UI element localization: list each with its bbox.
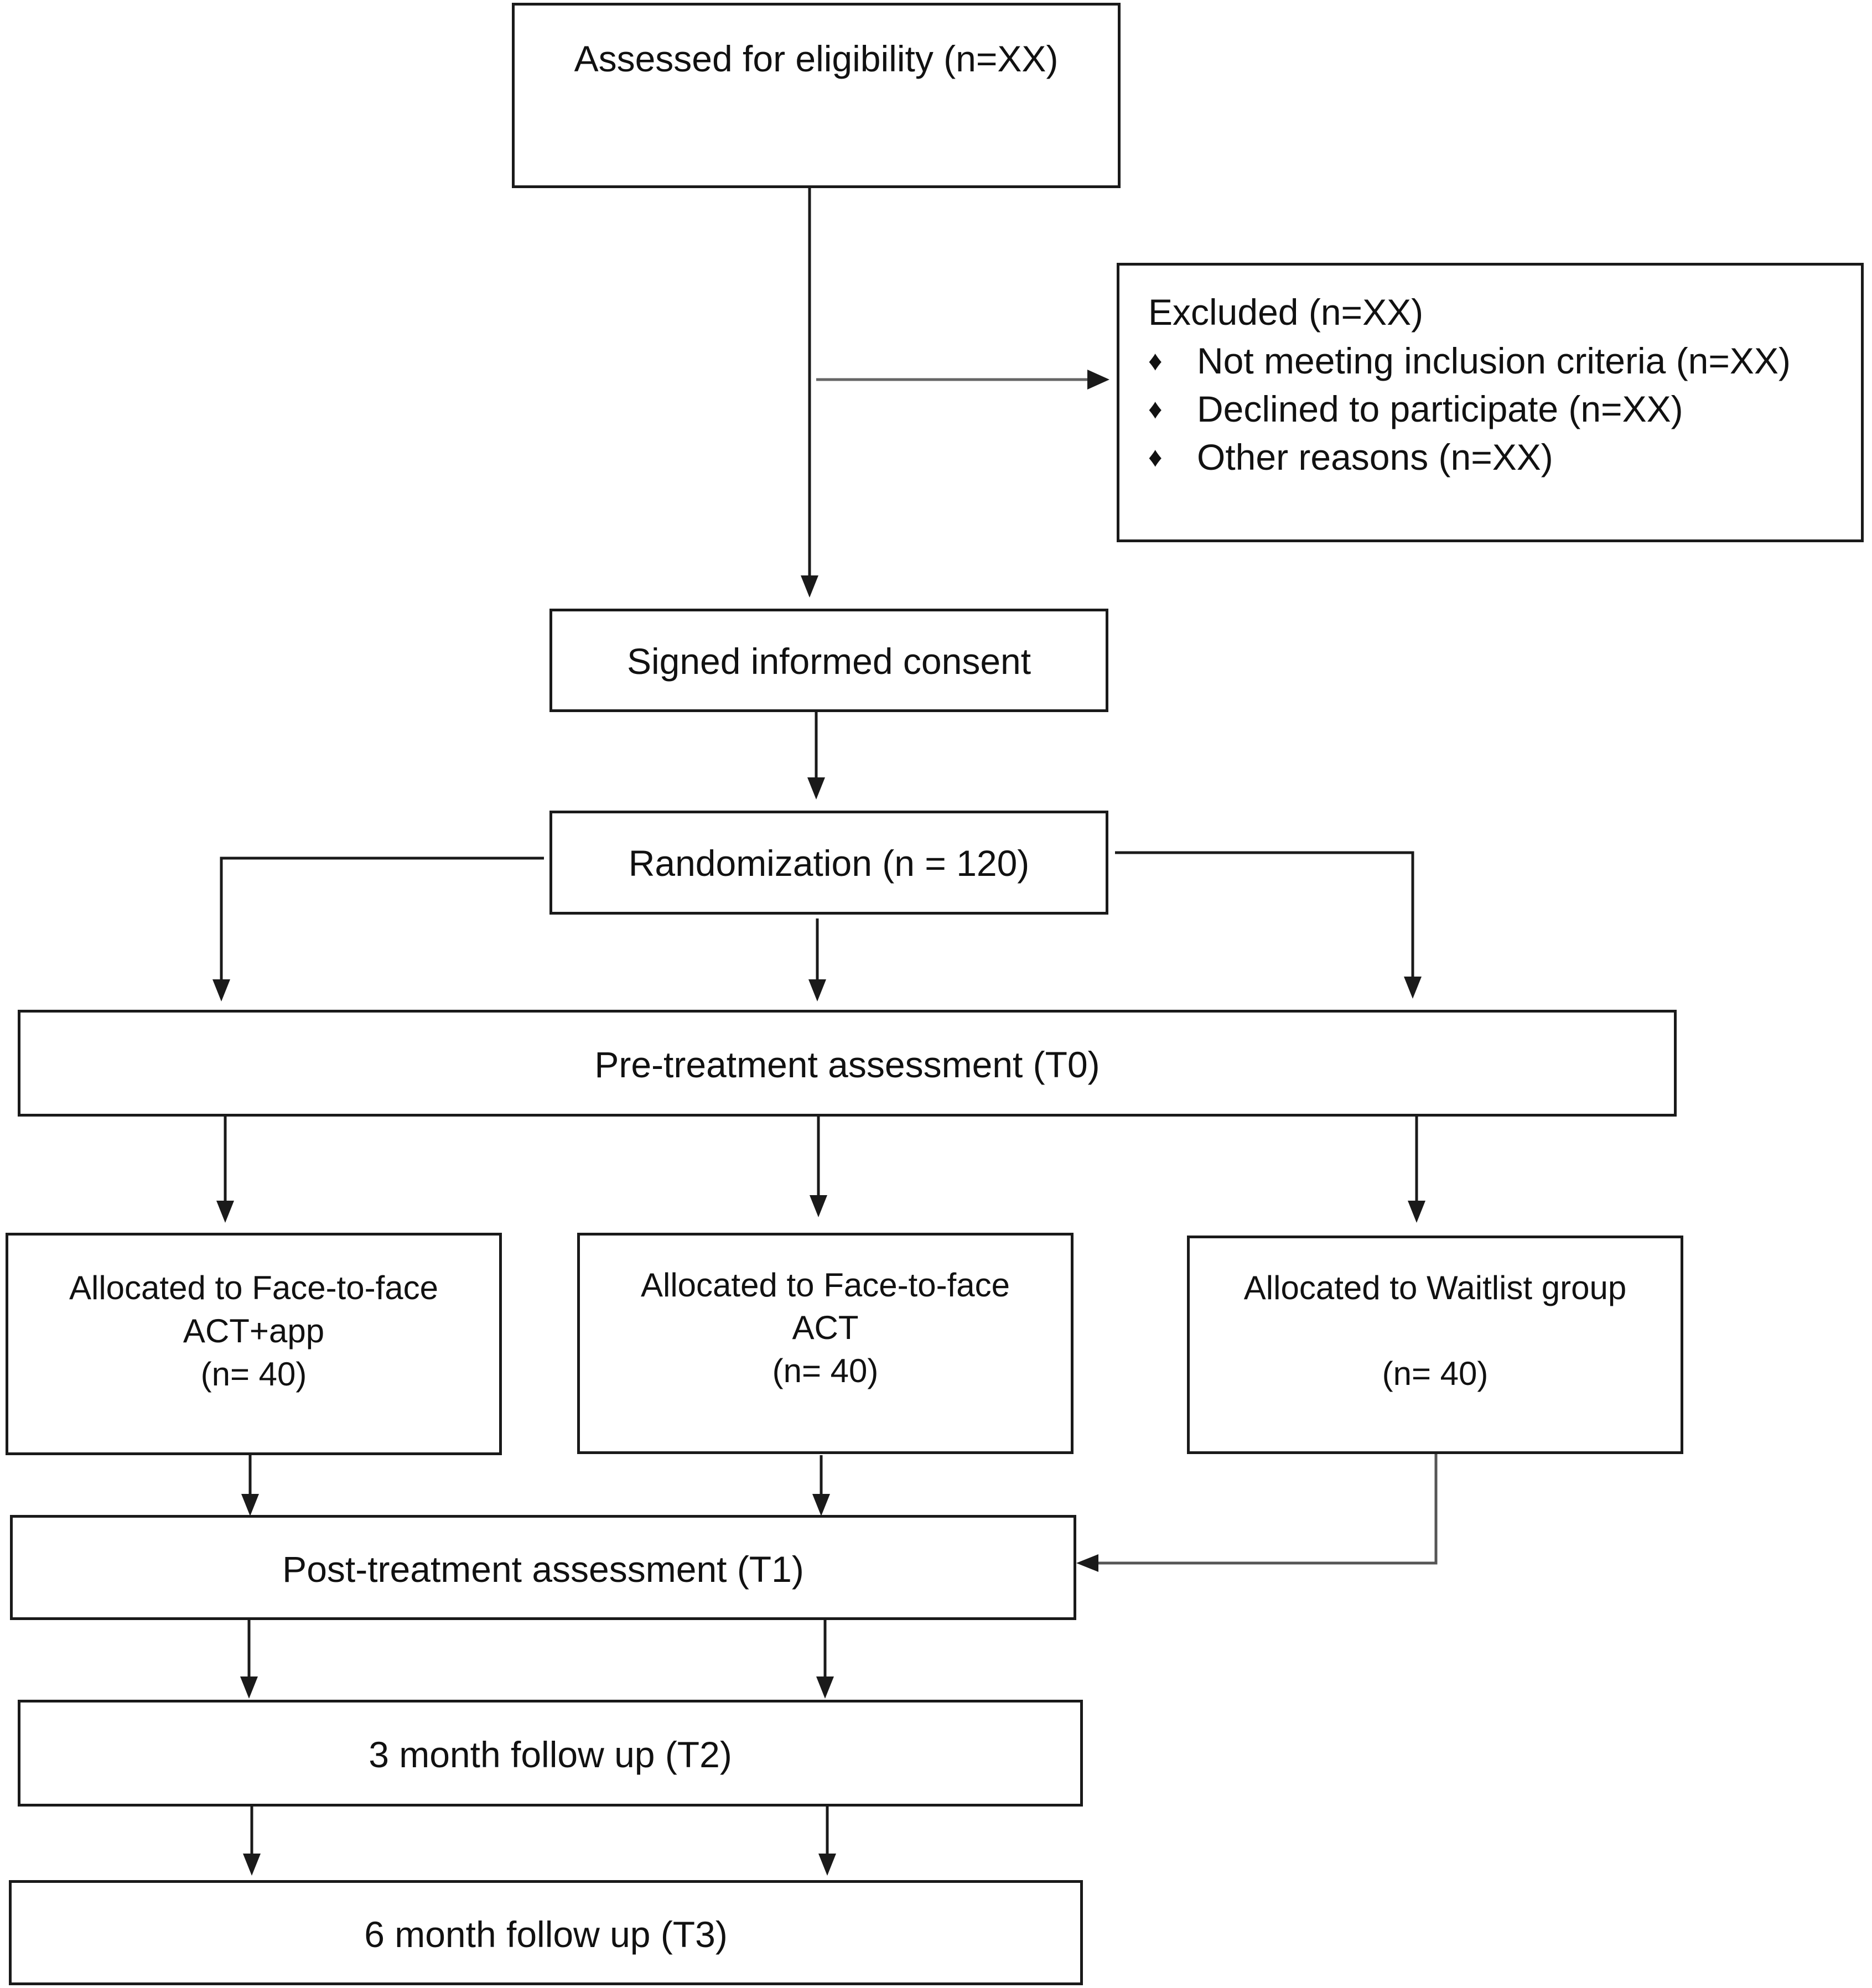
arm-label-line1: Allocated to Face-to-face bbox=[69, 1269, 438, 1306]
arm-count: (n= 40) bbox=[772, 1352, 879, 1389]
arrowhead-pre-center bbox=[808, 979, 826, 1001]
arm-label-line1: Allocated to Waitlist group bbox=[1243, 1269, 1627, 1306]
diamond-bullet-icon: ♦ bbox=[1148, 345, 1163, 376]
arrowhead-post-2 bbox=[812, 1494, 830, 1516]
excluded-item: ♦ Declined to participate (n=XX) bbox=[1148, 388, 1683, 430]
arm-count: (n= 40) bbox=[1382, 1355, 1489, 1392]
arm-box-act-app: Allocated to Face-to-face ACT+app (n= 40… bbox=[6, 1233, 502, 1455]
excluded-item-label: Other reasons (n=XX) bbox=[1197, 437, 1553, 477]
diamond-bullet-icon: ♦ bbox=[1148, 442, 1163, 473]
pre-treatment-label: Pre-treatment assessment (T0) bbox=[594, 1044, 1100, 1085]
post-treatment-box: Post-treatment assessment (T1) bbox=[10, 1515, 1076, 1620]
excluded-title: Excluded (n=XX) bbox=[1148, 292, 1424, 333]
arm-count: (n= 40) bbox=[200, 1356, 307, 1393]
arm-label-line2: ACT+app bbox=[183, 1312, 325, 1349]
excluded-item: ♦ Other reasons (n=XX) bbox=[1148, 436, 1553, 478]
arm-label-line1: Allocated to Face-to-face bbox=[640, 1266, 1010, 1304]
arrow-arm3-to-post bbox=[1098, 1454, 1438, 1565]
excluded-item-label: Declined to participate (n=XX) bbox=[1197, 388, 1683, 429]
arrowhead-arm-2 bbox=[810, 1195, 827, 1217]
arrowhead-post-3 bbox=[1076, 1554, 1098, 1572]
arrowhead-pre-right bbox=[1404, 977, 1422, 999]
followup-3-month-box: 3 month follow up (T2) bbox=[18, 1700, 1083, 1807]
arrowhead-arm-1 bbox=[216, 1201, 234, 1223]
eligibility-label: Assessed for eligibility (n=XX) bbox=[574, 38, 1059, 79]
post-treatment-label: Post-treatment assessment (T1) bbox=[282, 1549, 804, 1590]
arrowhead-excluded bbox=[1087, 370, 1109, 390]
randomization-label: Randomization (n = 120) bbox=[628, 843, 1030, 884]
followup-6-month-box: 6 month follow up (T3) bbox=[9, 1880, 1083, 1985]
followup-3-month-label: 3 month follow up (T2) bbox=[369, 1734, 732, 1775]
diamond-bullet-icon: ♦ bbox=[1148, 393, 1163, 424]
arrowhead-arm-3 bbox=[1408, 1201, 1425, 1223]
consent-label: Signed informed consent bbox=[626, 641, 1031, 682]
arrow-randomization-left bbox=[220, 857, 544, 979]
excluded-item: ♦ Not meeting inclusion criteria (n=XX) bbox=[1148, 340, 1791, 382]
arrow-randomization-right bbox=[1115, 851, 1414, 977]
arm-box-act: Allocated to Face-to-face ACT (n= 40) bbox=[577, 1233, 1074, 1454]
eligibility-box: Assessed for eligibility (n=XX) bbox=[512, 3, 1121, 188]
arrowhead-pre-left bbox=[212, 979, 230, 1001]
arrowhead-3m-left bbox=[240, 1676, 258, 1699]
arrowhead-consent bbox=[801, 575, 818, 598]
arrowhead-randomization bbox=[807, 777, 825, 800]
excluded-item-label: Not meeting inclusion criteria (n=XX) bbox=[1197, 340, 1791, 381]
pre-treatment-box: Pre-treatment assessment (T0) bbox=[18, 1010, 1677, 1117]
followup-6-month-label: 6 month follow up (T3) bbox=[364, 1914, 728, 1955]
arrowhead-3m-right bbox=[816, 1676, 834, 1699]
arm-box-waitlist: Allocated to Waitlist group (n= 40) bbox=[1187, 1236, 1683, 1454]
arrowhead-6m-right bbox=[818, 1854, 836, 1876]
excluded-box: Excluded (n=XX) ♦ Not meeting inclusion c… bbox=[1117, 263, 1864, 542]
consent-box: Signed informed consent bbox=[549, 609, 1108, 712]
arrowhead-6m-left bbox=[243, 1854, 261, 1876]
arm-label-line2: ACT bbox=[792, 1309, 859, 1346]
randomization-box: Randomization (n = 120) bbox=[549, 811, 1108, 915]
arrowhead-post-1 bbox=[241, 1494, 259, 1516]
